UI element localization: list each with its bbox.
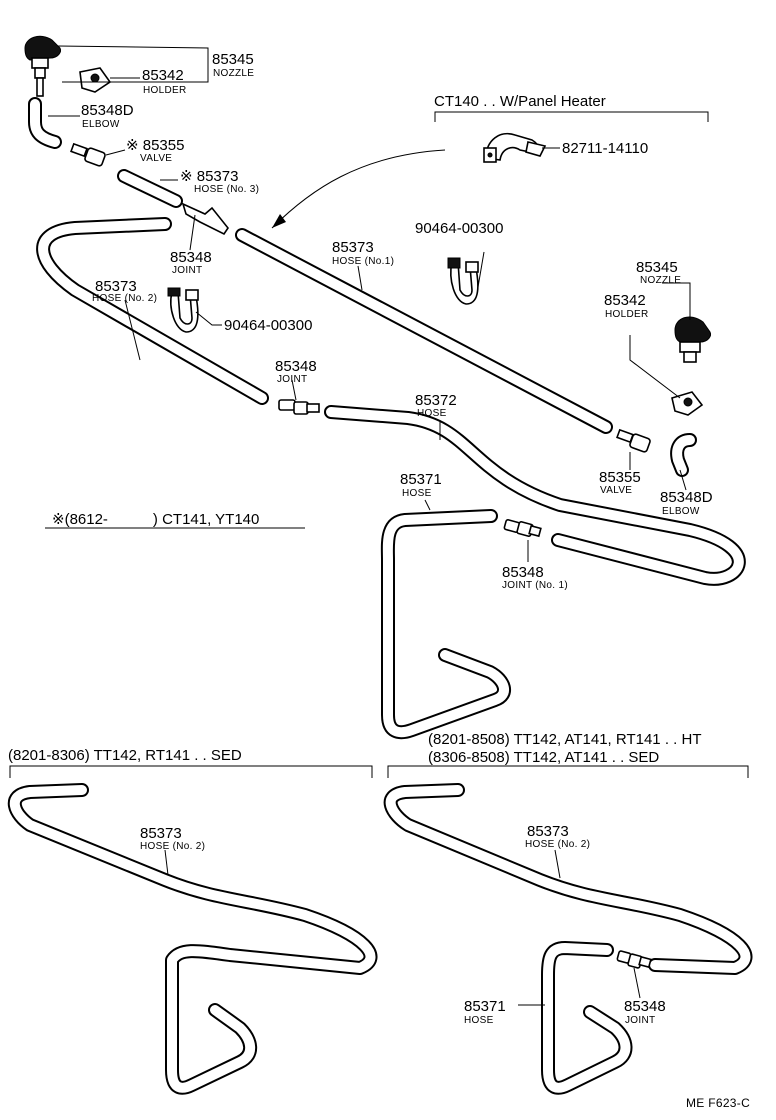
hose-lower-name: HOSE: [402, 488, 432, 499]
footnote: ※(8612- ) CT141, YT140: [52, 511, 259, 528]
nozzle-top-name: NOZZLE: [213, 68, 254, 79]
valve-right-name: VALVE: [600, 485, 632, 496]
hose-mid-name: HOSE: [417, 408, 447, 419]
right-variant-hose2-pn: 85371: [464, 998, 506, 1015]
right-variant-joint-pn: 85348: [624, 998, 666, 1015]
right-variant-hose-no2: [383, 783, 753, 975]
valve-top-name: VALVE: [140, 153, 172, 164]
hose-no3-short: [117, 169, 183, 208]
hose3-pn: ※ 85373: [180, 168, 238, 185]
hose-lower-pn: 85371: [400, 471, 442, 488]
hose2-name: HOSE (No. 2): [92, 293, 157, 304]
joint-mid: [278, 399, 320, 415]
ct140-header: CT140 . . W/Panel Heater: [434, 93, 606, 110]
hose2-pn: 85373: [95, 278, 137, 295]
hose-85371-main: [380, 509, 511, 740]
joint-top-name: JOINT: [172, 265, 202, 276]
clamp-mid: [447, 257, 479, 305]
holder-top-left: [79, 67, 112, 93]
hose-no2-main: [36, 217, 269, 405]
elbow-top-left: [28, 97, 62, 149]
joint-mid-pn: 85348: [275, 358, 317, 375]
elbow-right-name: ELBOW: [662, 506, 700, 517]
valve-top: [70, 142, 106, 167]
hose3-name: HOSE (No. 3): [194, 184, 259, 195]
right-variant-hose-pn: 85373: [527, 823, 569, 840]
holder-right-name: HOLDER: [605, 309, 648, 320]
clamp-mid-pn: 90464-00300: [415, 220, 503, 237]
joint-top-pn: 85348: [170, 249, 212, 266]
left-variant-hose-name: HOSE (No. 2): [140, 841, 205, 852]
holder-top-pn: 85342: [142, 67, 184, 84]
right-variant-joint: [616, 950, 652, 969]
right-variant-hose2-name: HOSE: [464, 1015, 494, 1026]
right-variant-joint-name: JOINT: [625, 1015, 655, 1026]
clip-pn: 82711-14110: [562, 140, 648, 157]
clip-82711: [483, 133, 547, 163]
hose-no1-main: [235, 228, 613, 434]
joint-no1: [503, 519, 542, 538]
nozzle-top-left: [24, 35, 61, 97]
holder-right-pn: 85342: [604, 292, 646, 309]
elbow-right: [670, 433, 697, 477]
right-variant-hose-name: HOSE (No. 2): [525, 839, 590, 850]
nozzle-top-pn: 85345: [212, 51, 254, 68]
left-variant-hose-pn: 85373: [140, 825, 182, 842]
elbow-top-pn: 85348D: [81, 102, 134, 119]
elbow-top-name: ELBOW: [82, 119, 120, 130]
valve-right: [616, 428, 651, 453]
elbow-right-pn: 85348D: [660, 489, 713, 506]
joint-no1-pn: 85348: [502, 564, 544, 581]
nozzle-right-name: NOZZLE: [640, 275, 681, 286]
left-variant-hose-no2: [7, 783, 378, 1095]
hose-85372-main: [324, 405, 746, 586]
leader-lines: [9, 45, 749, 1006]
joint-no1-name: JOINT (No. 1): [502, 580, 568, 591]
right-variant-hose-85371: [541, 941, 633, 1095]
holder-top-name: HOLDER: [143, 85, 186, 96]
hose-mid-pn: 85372: [415, 392, 457, 409]
right-variant-header-2: (8306-8508) TT142, AT141 . . SED: [428, 749, 659, 766]
clamp-left: [167, 287, 199, 333]
hose1-name: HOSE (No.1): [332, 256, 394, 267]
clamp-left-pn: 90464-00300: [224, 317, 312, 334]
left-variant-header: (8201-8306) TT142, RT141 . . SED: [8, 747, 242, 764]
valve-right-pn: 85355: [599, 469, 641, 486]
figure-code: ME F623-C: [686, 1096, 750, 1110]
nozzle-right: [674, 316, 711, 363]
hose1-pn: 85373: [332, 239, 374, 256]
joint-top: [181, 202, 229, 236]
nozzle-right-pn: 85345: [636, 259, 678, 276]
joint-mid-name: JOINT: [277, 374, 307, 385]
valve-top-pn: ※ 85355: [126, 137, 184, 154]
right-variant-header-1: (8201-8508) TT142, AT141, RT141 . . HT: [428, 731, 701, 748]
